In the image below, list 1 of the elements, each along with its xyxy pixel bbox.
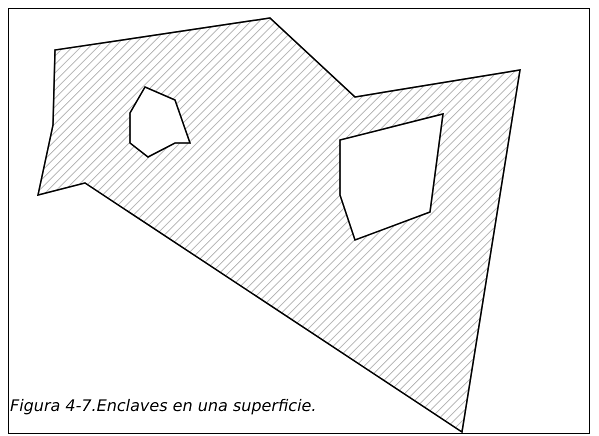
figure-caption: Figura 4-7.Enclaves en una superficie. (10, 396, 316, 415)
